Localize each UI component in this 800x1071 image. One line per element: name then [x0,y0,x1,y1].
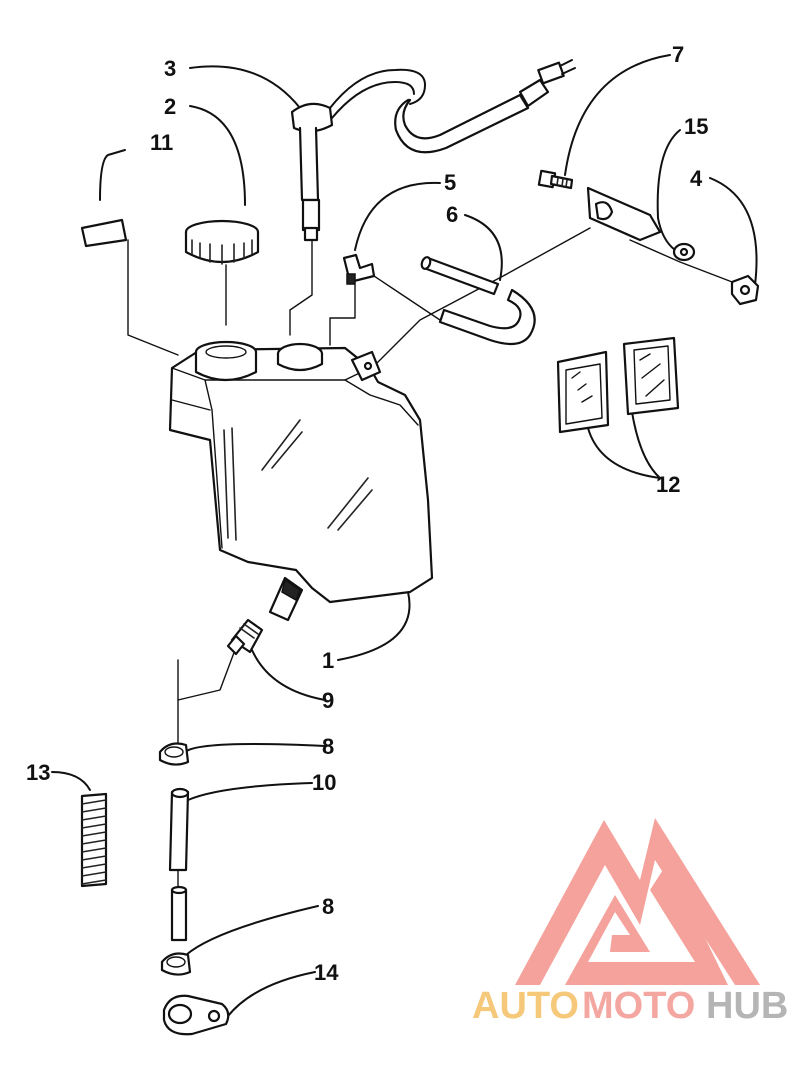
callout-2: 2 [164,94,176,119]
callout-13: 13 [26,760,50,785]
logo-triangle-mark [515,818,760,985]
decal-part-11 [80,218,128,248]
callout-10: 10 [312,770,336,795]
filler-cap-part-2 [184,219,260,265]
decal-part-12 [556,336,680,434]
automotohub-logo: AUTO MOTO HUB [472,818,788,1027]
callout-3: 3 [164,56,176,81]
logo-text-moto: MOTO [582,985,695,1027]
callout-5: 5 [444,170,456,195]
callout-15: 15 [684,114,708,139]
hose-clamp-part-8-upper [158,742,190,766]
p-clamp-part-14 [162,994,230,1036]
callout-4: 4 [690,166,703,191]
callout-8-lower: 8 [322,894,334,919]
washer-part-15 [672,242,696,262]
logo-text-auto: AUTO [472,985,579,1027]
oil-sensor-part-3 [290,59,576,242]
elbow-fitting-part-5 [342,253,376,285]
logo-text-hub: HUB [706,985,788,1027]
nut-part-4 [730,274,760,306]
callout-labels: 3 2 11 7 15 4 5 6 12 1 9 8 10 13 8 14 [26,42,708,985]
callout-1: 1 [322,648,334,673]
callout-7: 7 [672,42,684,67]
callout-14: 14 [314,960,339,985]
hose-part-10 [168,787,190,942]
callout-6: 6 [446,202,458,227]
hose-part-6 [420,256,536,346]
callout-11: 11 [150,130,173,155]
screw-part-7 [537,169,574,190]
oil-tank-part-1 [168,340,434,622]
callout-9: 9 [322,688,334,713]
leader-lines [51,54,758,1021]
hose-clamp-part-8-lower [160,952,192,976]
spring-part-13 [80,792,108,888]
mounting-bracket [586,186,662,242]
fitting-part-9 [226,618,264,656]
callout-8-upper: 8 [322,734,334,759]
callout-12: 12 [656,472,680,497]
